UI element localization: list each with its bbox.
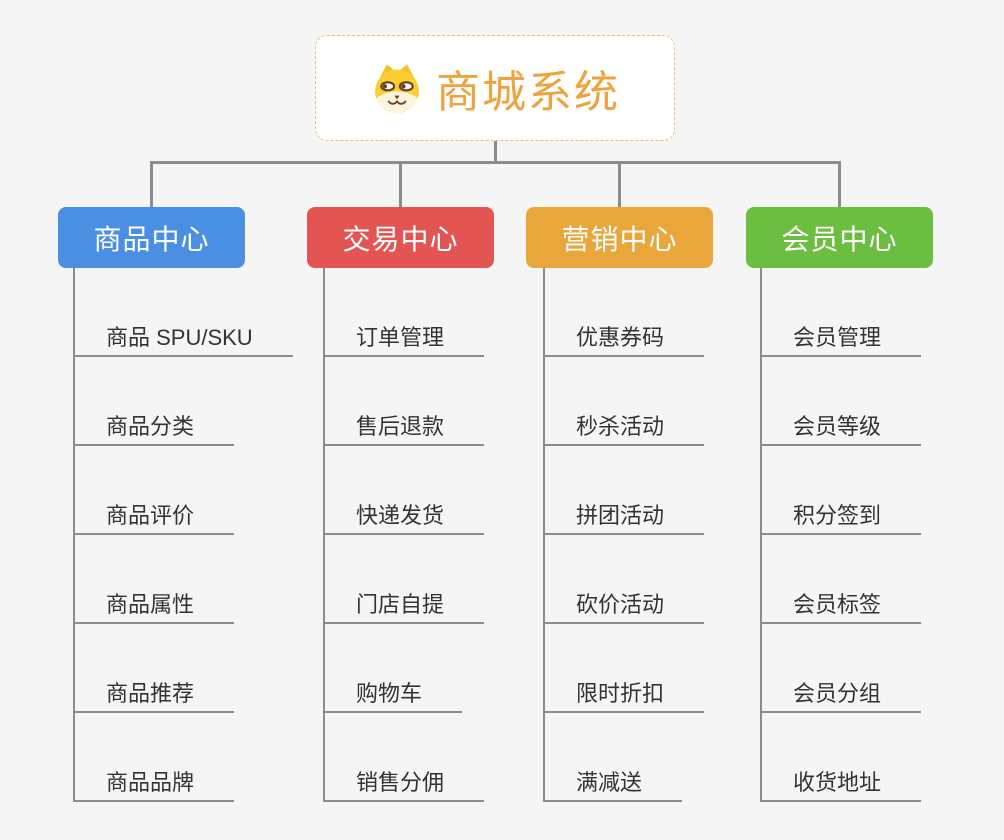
child-topic[interactable]: 快递发货: [323, 495, 485, 535]
child-topic[interactable]: 商品品牌: [73, 762, 235, 802]
child-topic[interactable]: 售后退款: [323, 406, 485, 446]
child-topic[interactable]: 优惠券码: [543, 317, 705, 357]
branch-label: 交易中心: [342, 223, 459, 255]
child-topic[interactable]: 订单管理: [323, 317, 485, 357]
connector-drop-product: [150, 161, 153, 207]
child-topic[interactable]: 会员管理: [760, 317, 922, 357]
branch-box-product-center[interactable]: 商品中心: [58, 207, 245, 268]
child-topic[interactable]: 会员分组: [760, 673, 922, 713]
child-topic[interactable]: 砍价活动: [543, 584, 705, 624]
branch-label: 会员中心: [781, 223, 898, 255]
child-topic[interactable]: 商品 SPU/SKU: [73, 317, 293, 357]
connector-stem: [760, 268, 762, 802]
root-title: 商城系统: [436, 68, 620, 117]
root-node[interactable]: 商城系统: [315, 35, 675, 141]
child-topic[interactable]: 商品评价: [73, 495, 235, 535]
connector-drop-marketing: [618, 161, 621, 207]
child-topic[interactable]: 门店自提: [323, 584, 485, 624]
branch-box-marketing-center[interactable]: 营销中心: [526, 207, 713, 268]
dog-face-icon: [370, 61, 424, 115]
child-topic[interactable]: 收货地址: [760, 762, 922, 802]
child-topic[interactable]: 限时折扣: [543, 673, 705, 713]
child-topic[interactable]: 会员标签: [760, 584, 922, 624]
child-topic[interactable]: 积分签到: [760, 495, 922, 535]
connector-stem: [543, 268, 545, 802]
branch-children-product: 商品 SPU/SKU 商品分类 商品评价 商品属性 商品推荐 商品品牌: [73, 268, 313, 802]
branch-children-marketing: 优惠券码 秒杀活动 拼团活动 砍价活动 限时折扣 满减送: [543, 268, 783, 802]
branch-children-trade: 订单管理 售后退款 快递发货 门店自提 购物车 销售分佣: [323, 268, 563, 802]
branch-box-member-center[interactable]: 会员中心: [746, 207, 933, 268]
branch-label: 商品中心: [93, 223, 210, 255]
connector-drop-trade: [399, 161, 402, 207]
child-topic[interactable]: 商品属性: [73, 584, 235, 624]
connector-stem: [73, 268, 75, 802]
child-topic[interactable]: 满减送: [543, 762, 683, 802]
connector-stem: [323, 268, 325, 802]
child-topic[interactable]: 秒杀活动: [543, 406, 705, 446]
branch-label: 营销中心: [561, 223, 678, 255]
connector-root-stub: [494, 141, 497, 164]
branch-children-member: 会员管理 会员等级 积分签到 会员标签 会员分组 收货地址: [760, 268, 1000, 802]
child-topic[interactable]: 会员等级: [760, 406, 922, 446]
child-topic[interactable]: 商品推荐: [73, 673, 235, 713]
child-topic[interactable]: 购物车: [323, 673, 463, 713]
connector-horizontal-bar: [150, 161, 841, 164]
connector-drop-member: [838, 161, 841, 207]
child-topic[interactable]: 商品分类: [73, 406, 235, 446]
child-topic[interactable]: 拼团活动: [543, 495, 705, 535]
branch-box-trade-center[interactable]: 交易中心: [307, 207, 494, 268]
child-topic[interactable]: 销售分佣: [323, 762, 485, 802]
